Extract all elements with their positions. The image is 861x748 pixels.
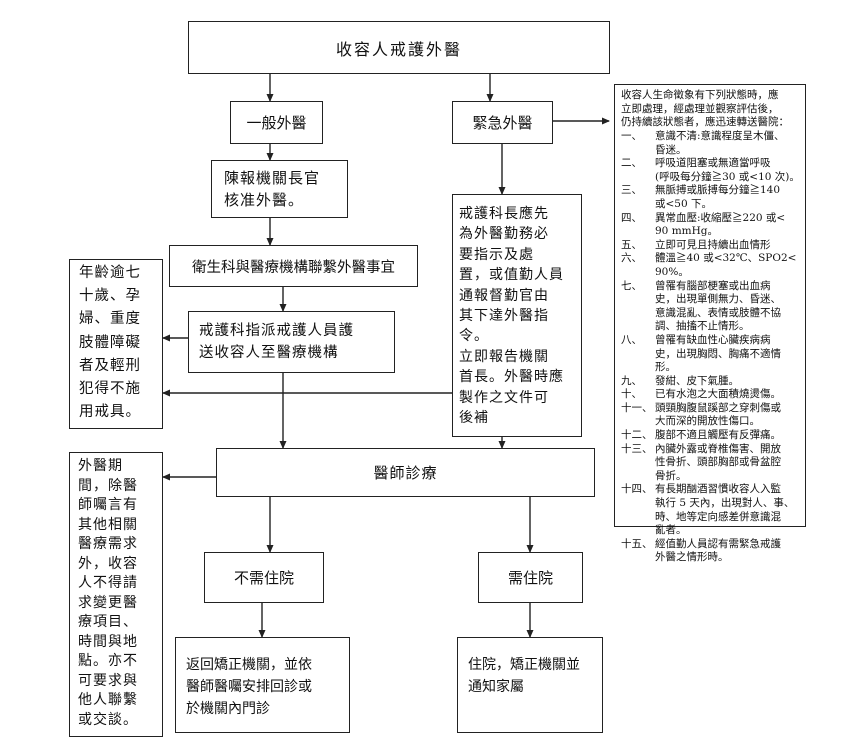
condition-number: 十四、 bbox=[621, 483, 653, 496]
return-text: 返回矯正機關，並依 醫師醫囑安排回診或 於機關內門診 bbox=[186, 657, 312, 717]
condition-text: 已有水泡之大面積燒燙傷。 bbox=[655, 388, 781, 401]
condition-number: 七、 bbox=[621, 279, 642, 292]
period-note-text: 外醫期 間，除醫 師囑言有 其他相關 醫療需求 外，收容 人不得請 求變更醫 療… bbox=[78, 458, 138, 728]
condition-number: 十一、 bbox=[621, 401, 653, 414]
no-hosp-box: 不需住院 bbox=[204, 552, 324, 603]
no-hosp-label: 不需住院 bbox=[233, 569, 294, 587]
condition-item: 六、體溫≧40 或<32℃、SPO2< 90%。 bbox=[621, 252, 803, 279]
condition-item: 五、立即可見且持續出血情形 bbox=[621, 239, 803, 253]
need-hosp-box: 需住院 bbox=[478, 552, 583, 603]
condition-number: 一、 bbox=[621, 130, 642, 142]
emergency-action-text: 戒護科長應先 為外醫勤務必 要指示及處 置，或值勤人員 通報督勤官由 其下達外醫… bbox=[459, 206, 564, 427]
condition-number: 五、 bbox=[621, 238, 642, 251]
doctor-box: 醫師診療 bbox=[216, 448, 595, 497]
age-note-text: 年齡逾七 十歲、孕 婦、重度 肢體障礙 者及輕刑 犯得不施 用戒具。 bbox=[79, 265, 141, 421]
conditions-intro: 收容人生命徵象有下列狀態時，應 立即處理，經處理並觀察評估後， 仍持續該狀態者，… bbox=[621, 89, 789, 129]
guard-text: 戒護科指派戒護人員護 送收容人至醫療機構 bbox=[199, 323, 354, 361]
doctor-label: 醫師診療 bbox=[373, 464, 438, 482]
emergency-label: 緊急外醫 bbox=[472, 114, 533, 132]
need-hosp-label: 需住院 bbox=[507, 569, 553, 587]
condition-text: 頭頸胸腹鼠蹊部之穿刺傷或 大而深的開放性傷口。 bbox=[655, 401, 781, 428]
general-box: 一般外醫 bbox=[230, 101, 323, 144]
guard-box: 戒護科指派戒護人員護 送收容人至醫療機構 bbox=[188, 311, 395, 373]
condition-text: 腹部不適且觸壓有反彈痛。 bbox=[655, 429, 781, 442]
condition-text: 發紺、皮下氣腫。 bbox=[655, 374, 739, 387]
general-label: 一般外醫 bbox=[246, 114, 307, 132]
condition-item: 十、已有水泡之大面積燒燙傷。 bbox=[621, 388, 803, 402]
period-note-box: 外醫期 間，除醫 師囑言有 其他相關 醫療需求 外，收容 人不得請 求變更醫 療… bbox=[69, 452, 163, 737]
condition-item: 十二、腹部不適且觸壓有反彈痛。 bbox=[621, 429, 803, 443]
condition-number: 四、 bbox=[621, 211, 642, 224]
title-box: 收容人戒護外醫 bbox=[188, 21, 610, 74]
condition-text: 經值勤人員認有需緊急戒護 外醫之情形時。 bbox=[655, 537, 781, 564]
return-box: 返回矯正機關，並依 醫師醫囑安排回診或 於機關內門診 bbox=[175, 637, 350, 733]
condition-number: 十二、 bbox=[621, 429, 653, 442]
health-text: 衛生科與醫療機構聯繫外醫事宜 bbox=[192, 259, 395, 276]
condition-item: 十四、有長期酗酒習慣收容人入監 執行 5 天內，出現對人、事、 時、地等定向感差… bbox=[621, 483, 803, 537]
condition-text: 曾罹有缺血性心臟疾病病 史，出現胸悶、胸痛不適情 形。 bbox=[655, 333, 781, 374]
condition-item: 九、發紺、皮下氣腫。 bbox=[621, 375, 803, 389]
condition-text: 曾罹有腦部梗塞或出血病 史，出現單側無力、昏迷、 意識混亂、表情或肢體不協 調、… bbox=[655, 279, 781, 333]
report-text: 陳報機關長官 核准外醫。 bbox=[224, 169, 321, 209]
health-box: 衛生科與醫療機構聯繫外醫事宜 bbox=[169, 245, 418, 287]
condition-text: 內臟外露或脊椎傷害、開放 性骨折、頭部胸部或骨盆腔 骨折。 bbox=[655, 442, 781, 482]
condition-text: 立即可見且持續出血情形 bbox=[655, 238, 771, 251]
condition-number: 八、 bbox=[621, 333, 642, 346]
condition-item: 一、 意識不清:意識程度呈木僵、 昏迷。 bbox=[621, 130, 803, 157]
condition-number: 十三、 bbox=[621, 442, 653, 455]
title-text: 收容人戒護外醫 bbox=[335, 39, 462, 59]
condition-number: 十五、 bbox=[621, 537, 653, 550]
condition-text: 體溫≧40 或<32℃、SPO2< 90%。 bbox=[655, 252, 797, 278]
condition-text: 異常血壓:收縮壓≧220 或< 90 mmHg。 bbox=[655, 211, 786, 238]
condition-item: 十三、內臟外露或脊椎傷害、開放 性骨折、頭部胸部或骨盆腔 骨折。 bbox=[621, 443, 803, 484]
conditions-box: 收容人生命徵象有下列狀態時，應 立即處理，經處理並觀察評估後， 仍持續該狀態者，… bbox=[614, 84, 806, 563]
condition-text: 無脈搏或脈搏每分鐘≧140 或<50 下。 bbox=[655, 184, 781, 210]
condition-number: 六、 bbox=[621, 252, 642, 265]
emergency-box: 緊急外醫 bbox=[452, 101, 553, 144]
condition-item: 三、無脈搏或脈搏每分鐘≧140 或<50 下。 bbox=[621, 184, 803, 211]
condition-text: 有長期酗酒習慣收容人入監 執行 5 天內，出現對人、事、 時、地等定向感差併意識… bbox=[655, 483, 795, 537]
condition-number: 十、 bbox=[621, 388, 642, 401]
hospitalize-text: 住院，矯正機關並 通知家屬 bbox=[468, 657, 580, 695]
condition-number: 九、 bbox=[621, 374, 642, 387]
report-box: 陳報機關長官 核准外醫。 bbox=[211, 160, 348, 218]
condition-text: 意識不清:意識程度呈木僵、 昏迷。 bbox=[655, 130, 785, 156]
condition-item: 八、曾罹有缺血性心臟疾病病 史，出現胸悶、胸痛不適情 形。 bbox=[621, 334, 803, 375]
condition-item: 十一、頭頸胸腹鼠蹊部之穿刺傷或 大而深的開放性傷口。 bbox=[621, 402, 803, 429]
condition-text: 呼吸道阻塞或無適當呼吸 (呼吸每分鐘≧30 或<10 次)。 bbox=[655, 157, 800, 183]
condition-item: 十五、經值勤人員認有需緊急戒護 外醫之情形時。 bbox=[621, 538, 803, 565]
emergency-action-box: 戒護科長應先 為外醫勤務必 要指示及處 置，或值勤人員 通報督勤官由 其下達外醫… bbox=[452, 194, 582, 437]
condition-number: 三、 bbox=[621, 184, 642, 197]
age-note-box: 年齡逾七 十歲、孕 婦、重度 肢體障礙 者及輕刑 犯得不施 用戒具。 bbox=[69, 259, 163, 429]
condition-item: 四、異常血壓:收縮壓≧220 或< 90 mmHg。 bbox=[621, 212, 803, 239]
condition-number: 二、 bbox=[621, 157, 642, 170]
hospitalize-box: 住院，矯正機關並 通知家屬 bbox=[457, 637, 603, 733]
condition-item: 二、呼吸道阻塞或無適當呼吸 (呼吸每分鐘≧30 或<10 次)。 bbox=[621, 157, 803, 184]
conditions-list: 一、 意識不清:意識程度呈木僵、 昏迷。二、呼吸道阻塞或無適當呼吸 (呼吸每分鐘≧… bbox=[621, 130, 803, 565]
condition-item: 七、曾罹有腦部梗塞或出血病 史，出現單側無力、昏迷、 意識混亂、表情或肢體不協 … bbox=[621, 280, 803, 334]
